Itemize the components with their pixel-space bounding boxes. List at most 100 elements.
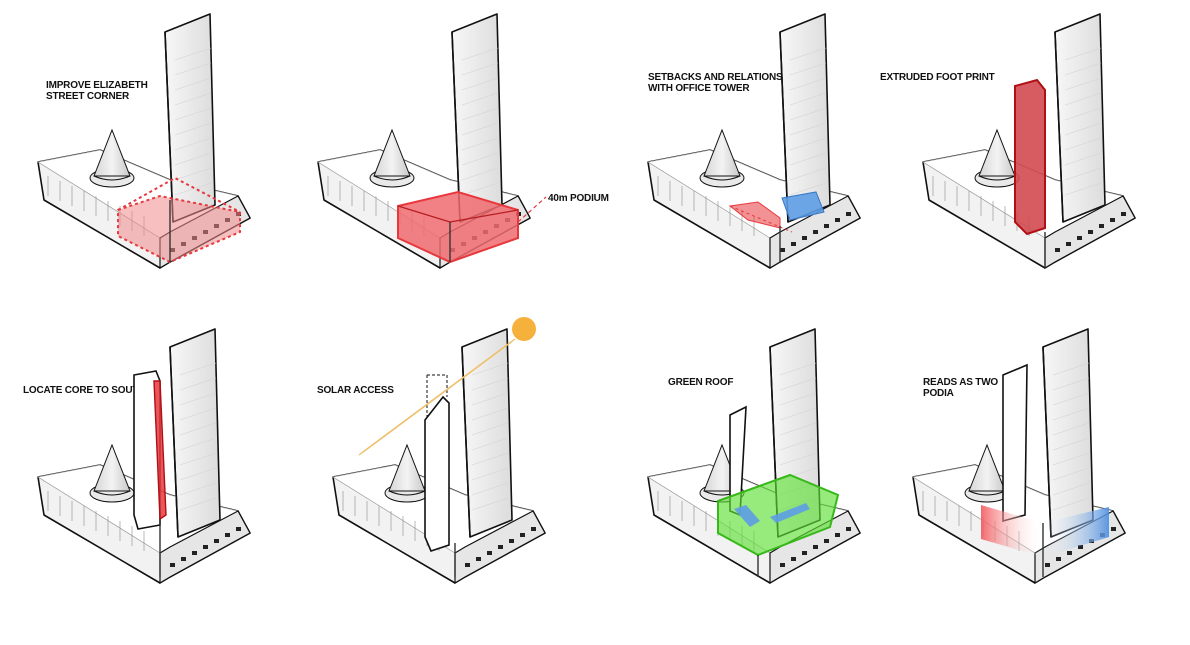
floor-line bbox=[461, 137, 499, 151]
floor-line bbox=[789, 137, 827, 151]
panel-improve-street-corner: IMPROVE ELIZABETH STREET CORNER bbox=[20, 0, 320, 310]
drum-rim bbox=[93, 490, 131, 496]
window-mark bbox=[835, 218, 840, 222]
setback-red bbox=[728, 201, 781, 229]
floor-line bbox=[174, 122, 212, 136]
window-mark bbox=[192, 551, 197, 555]
caption-line: GREEN ROOF bbox=[668, 377, 734, 388]
floor-line bbox=[1052, 437, 1090, 451]
panel-40m-podium: 40m PODIUM bbox=[300, 0, 609, 310]
drum-rim bbox=[703, 175, 741, 181]
floor-line bbox=[471, 497, 509, 511]
tower-body bbox=[1054, 13, 1106, 223]
residential-tower bbox=[1002, 363, 1028, 523]
drum-rim bbox=[93, 175, 131, 181]
massing-diagram bbox=[647, 13, 861, 270]
massing-diagram bbox=[317, 13, 547, 270]
window-mark bbox=[214, 539, 219, 543]
panel-caption: LOCATE CORE TO SOUTH bbox=[23, 385, 146, 396]
extruded-volume bbox=[1014, 78, 1046, 236]
window-mark bbox=[780, 563, 785, 567]
podium-blue bbox=[1043, 507, 1109, 557]
window-mark bbox=[1066, 242, 1071, 246]
caption-line: LOCATE CORE TO SOUTH bbox=[23, 385, 146, 396]
floor-line bbox=[1064, 62, 1102, 76]
podium-red bbox=[981, 505, 1043, 557]
caption-line: READS AS TWO bbox=[923, 377, 999, 388]
cone-roof bbox=[968, 443, 1006, 492]
caption-line: EXTRUDED FOOT PRINT bbox=[880, 72, 995, 83]
panel-core-to-south: LOCATE CORE TO SOUTH bbox=[20, 315, 320, 625]
tower-edge bbox=[169, 346, 179, 538]
floor-line bbox=[179, 497, 217, 511]
window-mark bbox=[802, 551, 807, 555]
floor-line bbox=[1052, 497, 1090, 511]
floor-line bbox=[789, 122, 827, 136]
solar-ray bbox=[358, 344, 508, 456]
window-mark bbox=[813, 545, 818, 549]
tower-body bbox=[451, 13, 503, 223]
floor-line bbox=[1052, 422, 1090, 436]
panel-setbacks: SETBACKS AND RELATIONSHIP WITH OFFICE TO… bbox=[630, 0, 930, 310]
window-mark bbox=[1110, 218, 1115, 222]
tower-body bbox=[169, 328, 221, 538]
floor-line bbox=[471, 482, 509, 496]
floor-line bbox=[471, 362, 509, 376]
floor-line bbox=[461, 47, 499, 61]
window-mark bbox=[509, 539, 514, 543]
panel-solar-access: SOLAR ACCESS bbox=[315, 315, 615, 625]
window-mark bbox=[520, 533, 525, 537]
floor-line bbox=[471, 437, 509, 451]
floor-line bbox=[1064, 182, 1102, 196]
floor-line bbox=[1064, 47, 1102, 61]
floor-line bbox=[174, 152, 212, 166]
tower-body bbox=[164, 13, 216, 223]
tower-edge bbox=[164, 31, 174, 223]
window-mark bbox=[170, 563, 175, 567]
window-mark bbox=[1056, 557, 1061, 561]
floor-line bbox=[789, 167, 827, 181]
window-mark bbox=[780, 248, 785, 252]
cone-roof bbox=[93, 128, 131, 177]
floor-line bbox=[461, 182, 499, 196]
floor-line bbox=[789, 182, 827, 196]
panel-caption: IMPROVE ELIZABETH STREET CORNER bbox=[46, 80, 148, 102]
floor-line bbox=[179, 422, 217, 436]
floor-line bbox=[779, 437, 817, 451]
floor-line bbox=[1064, 122, 1102, 136]
window-mark bbox=[1067, 551, 1072, 555]
floor-line bbox=[461, 77, 499, 91]
floor-line bbox=[789, 77, 827, 91]
floor-line bbox=[461, 62, 499, 76]
setback-blue bbox=[781, 191, 825, 221]
window-mark bbox=[225, 533, 230, 537]
window-mark bbox=[531, 527, 536, 531]
floor-line bbox=[174, 182, 212, 196]
cone-roof bbox=[93, 443, 131, 492]
floor-line bbox=[179, 467, 217, 481]
floor-line bbox=[1052, 407, 1090, 421]
tower-edge bbox=[1054, 31, 1064, 223]
panel-caption: EXTRUDED FOOT PRINT bbox=[880, 72, 995, 83]
extruded-edge bbox=[1036, 79, 1046, 91]
office-tower bbox=[164, 13, 216, 223]
solar-envelope bbox=[427, 374, 448, 397]
massing-diagram bbox=[912, 328, 1126, 585]
window-mark bbox=[1077, 236, 1082, 240]
floor-line bbox=[174, 137, 212, 151]
window-mark bbox=[846, 527, 851, 531]
caption-line: SETBACKS AND RELATIONSHIP bbox=[648, 72, 799, 83]
office-tower bbox=[169, 328, 221, 538]
floor-line bbox=[789, 62, 827, 76]
floor-line bbox=[461, 107, 499, 121]
floor-line bbox=[179, 437, 217, 451]
floor-line bbox=[1052, 362, 1090, 376]
tower-edge bbox=[779, 31, 789, 223]
panel-green-roof: GREEN ROOF bbox=[630, 315, 930, 625]
panel-extruded-footprint: EXTRUDED FOOT PRINT bbox=[880, 0, 1190, 310]
drum-rim bbox=[978, 175, 1016, 181]
floor-line bbox=[1052, 452, 1090, 466]
floor-line bbox=[471, 377, 509, 391]
floor-line bbox=[471, 467, 509, 481]
